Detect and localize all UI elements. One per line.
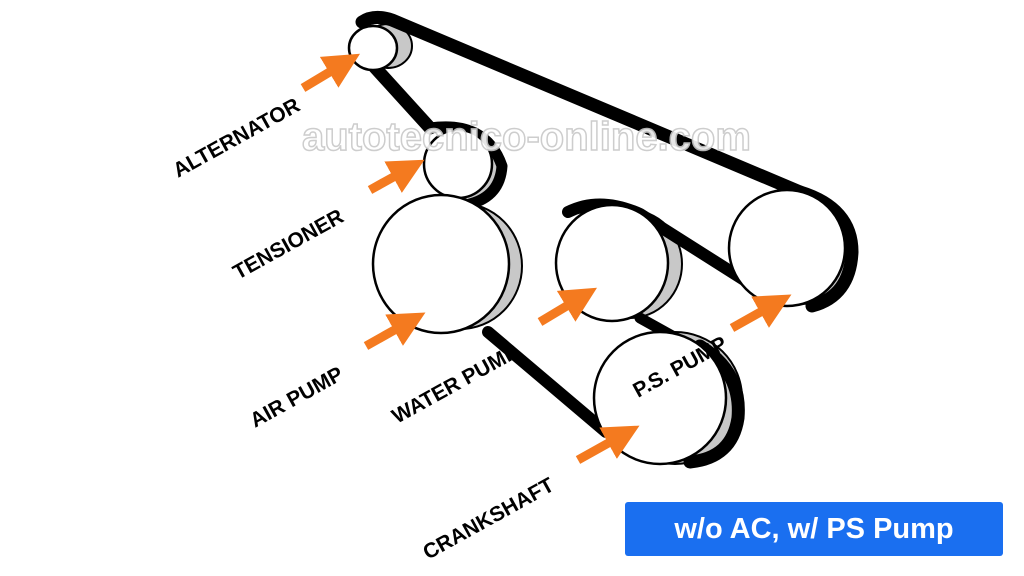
- air-pump-pulley: [371, 193, 511, 335]
- crankshaft-label: CRANKSHAFT: [419, 473, 558, 564]
- crankshaft-arrow: [575, 425, 640, 464]
- tensioner-arrow: [367, 159, 425, 194]
- configuration-badge: w/o AC, w/ PS Pump: [625, 502, 1003, 556]
- pulley-faces: [347, 24, 847, 466]
- alternator-label: ALTERNATOR: [169, 94, 304, 183]
- watermark: autotecnico-online.com: [302, 115, 751, 159]
- air-pump-arrow: [363, 312, 426, 350]
- belt-alternator-to-tensioner: [363, 55, 437, 135]
- belt-upper-run: [355, 10, 807, 199]
- tensioner-label: TENSIONER: [229, 205, 347, 285]
- water-pump-label: WATER PUMP: [388, 340, 522, 428]
- air-pump-label: AIR PUMP: [246, 362, 347, 432]
- belt-tensioner-wrap: [424, 121, 508, 210]
- belt-crank-wrap: [683, 339, 745, 469]
- belt-airpump-to-crank: [482, 326, 612, 438]
- water-pump-pulley: [554, 203, 670, 323]
- alternator-arrow: [300, 53, 361, 92]
- alternator-pulley: [347, 24, 399, 72]
- ps-pump-pulley: [727, 188, 847, 308]
- pointer-arrows: [300, 53, 792, 464]
- water-pump-arrow: [537, 287, 598, 326]
- ps-pump-arrow: [729, 294, 792, 332]
